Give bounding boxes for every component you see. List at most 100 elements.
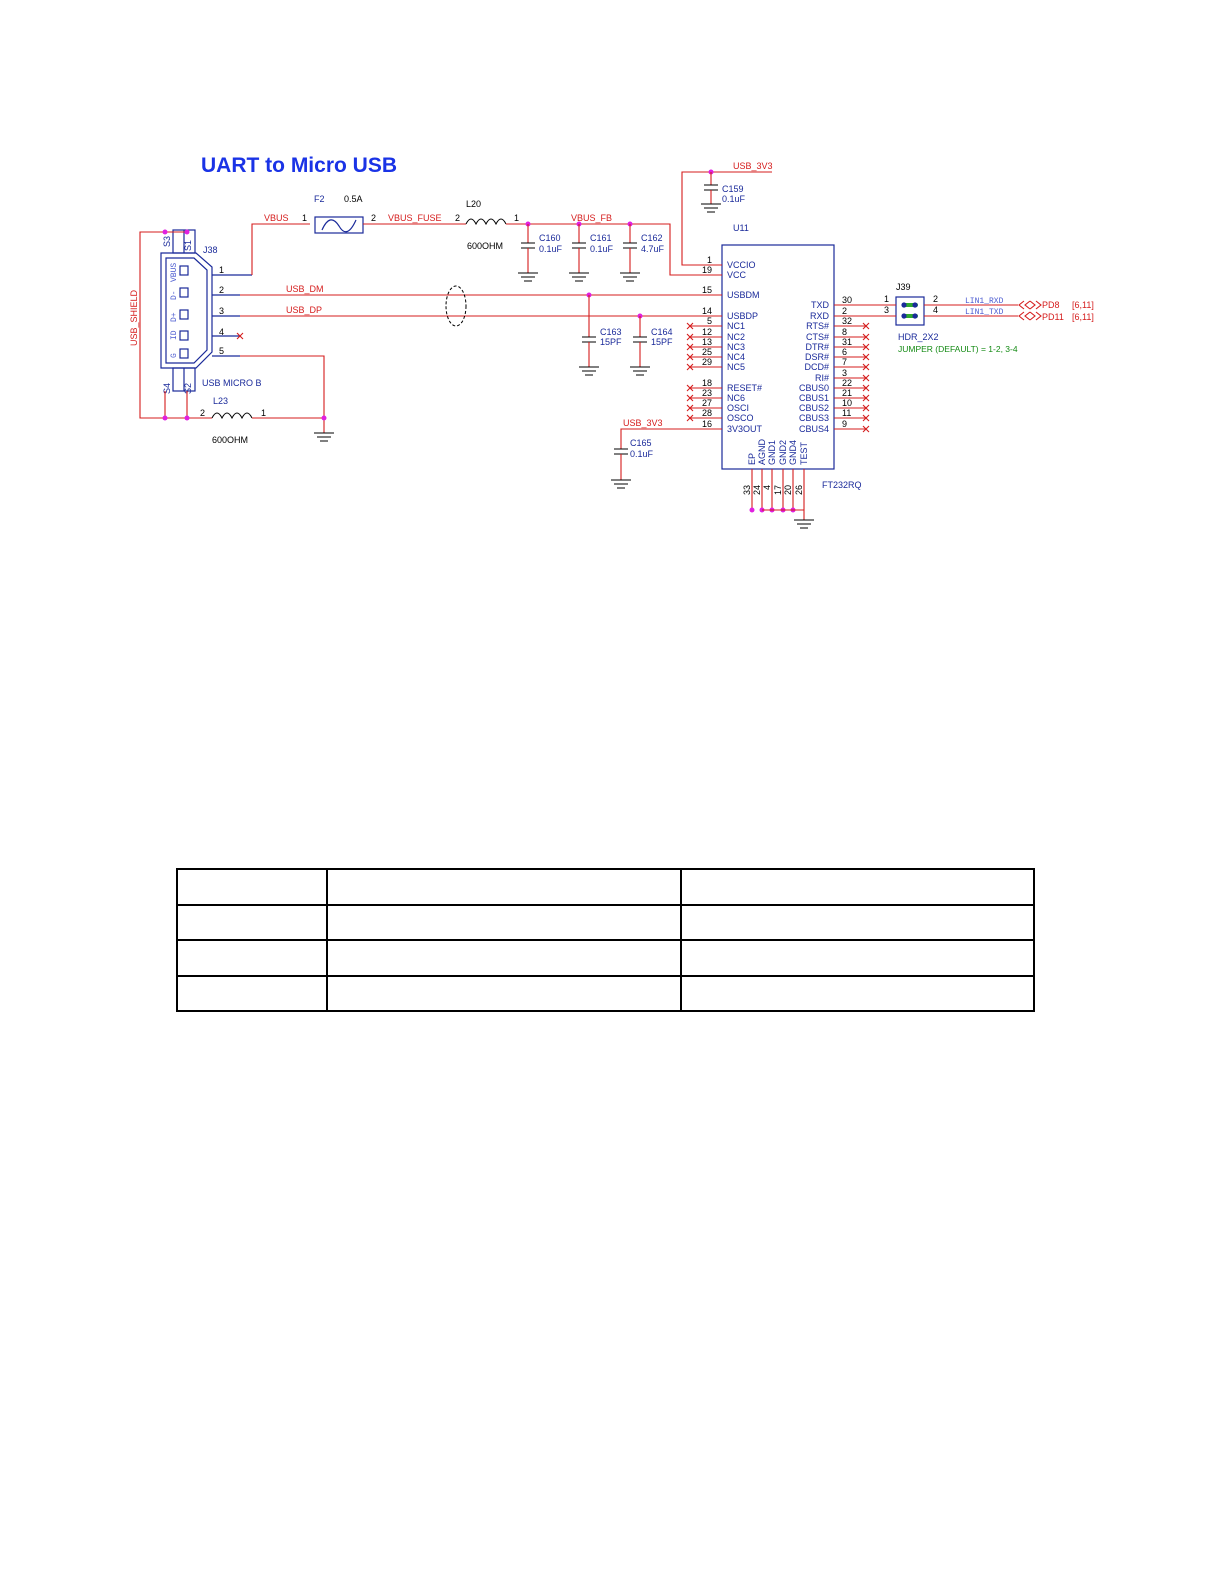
ic-pin-number: 15 xyxy=(702,285,712,295)
ic-pin-name: NC5 xyxy=(727,362,745,372)
ic-pin-number: 4 xyxy=(762,485,772,490)
capacitor-ref: C159 xyxy=(722,184,744,194)
net-label-vbus: VBUS xyxy=(264,213,289,223)
capacitor-ref: C163 xyxy=(600,327,622,337)
ic-pin-number: 31 xyxy=(842,337,852,347)
usb-connector-j38: S3 S1 S4 S2 VBUS D- D+ ID G J38 USB MICR… xyxy=(160,229,262,394)
net-label-usb-3v3-low: USB_3V3 xyxy=(623,418,663,428)
net-label-usb-dm: USB_DM xyxy=(286,284,324,294)
ic-pin-name: TXD xyxy=(811,300,830,310)
ic-pin-name: USBDM xyxy=(727,290,760,300)
ic-pin-name: CBUS3 xyxy=(799,413,829,423)
fuse-f2: F2 0.5A 1 2 xyxy=(302,194,376,234)
pin-pad-4 xyxy=(179,330,189,341)
no-connect-marker xyxy=(686,384,694,392)
table-cell xyxy=(176,868,328,906)
inductor-ref: L20 xyxy=(466,199,481,209)
connector-ref: J38 xyxy=(203,245,218,255)
no-connect-marker xyxy=(862,374,870,382)
offpage-port: PD8 xyxy=(1042,300,1060,310)
header-pin: 3 xyxy=(884,305,889,315)
no-connect-marker xyxy=(862,414,870,422)
ic-pin-number: 11 xyxy=(842,408,851,418)
inductor-pin-b: 1 xyxy=(261,408,266,418)
ic-pin-number: 14 xyxy=(702,306,712,316)
ic-pin-name: GND2 xyxy=(778,440,788,465)
capacitor-ref: C165 xyxy=(630,438,652,448)
ic-pin-number: 18 xyxy=(702,378,712,388)
shell-pin-label: S4 xyxy=(162,383,172,394)
table-cell xyxy=(326,903,682,941)
ic-pin-number: 30 xyxy=(842,295,852,305)
ic-pin-number: 21 xyxy=(842,388,852,398)
inductor-l23: L23 2 1 600OHM xyxy=(200,396,324,445)
table-cell xyxy=(326,974,682,1012)
capacitor-ref: C160 xyxy=(539,233,561,243)
inductor-pin-a: 2 xyxy=(455,213,460,223)
ic-pin-name: DSR# xyxy=(805,352,829,362)
table-cell xyxy=(680,868,1035,906)
ic-pin-number: 10 xyxy=(842,398,852,408)
ic-pin-number: 9 xyxy=(842,419,847,429)
no-connect-marker xyxy=(862,425,870,433)
capacitor-c162: C162 4.7uF xyxy=(620,224,665,282)
table-row xyxy=(176,939,1035,977)
table-cell xyxy=(680,903,1035,941)
connector-pin-name: VBUS xyxy=(170,263,179,282)
pin-pad-2 xyxy=(179,287,189,298)
ic-pin-name: OSCI xyxy=(727,403,749,413)
no-connect-marker xyxy=(862,404,870,412)
shield-net: USB_SHIELD xyxy=(129,229,212,421)
connector-pin-name: D- xyxy=(170,290,179,300)
ic-pin-name: 3V3OUT xyxy=(727,424,763,434)
table-row xyxy=(176,868,1035,906)
no-connect-marker xyxy=(686,414,694,422)
ic-pin-number: 19 xyxy=(702,265,712,275)
header-j39: J39 HDR_2X2 JUMPER (DEFAULT) = 1-2, 3-4 … xyxy=(884,282,1018,354)
ic-pin-name: RTS# xyxy=(806,321,829,331)
net-label-usb-shield: USB_SHIELD xyxy=(129,289,139,346)
capacitor-c163: C163 15PF xyxy=(579,295,622,376)
ic-pin-name: CTS# xyxy=(806,332,829,342)
ic-pin-number: 12 xyxy=(702,327,712,337)
ic-pin-name: RXD xyxy=(810,311,830,321)
capacitor-value: 0.1uF xyxy=(630,449,654,459)
capacitor-c159: C159 0.1uF xyxy=(701,172,746,213)
ic-pin-name: DCD# xyxy=(804,362,829,372)
no-connect-marker xyxy=(862,384,870,392)
ic-pin-name: NC1 xyxy=(727,321,745,331)
ic-pin-name: CBUS0 xyxy=(799,383,829,393)
ic-pin-name: GND1 xyxy=(767,440,777,465)
table-cell xyxy=(176,903,328,941)
capacitor-ref: C164 xyxy=(651,327,673,337)
junction-dot xyxy=(749,507,755,513)
ic-pin-number: 23 xyxy=(702,388,712,398)
no-connect-marker xyxy=(686,394,694,402)
net-label-usb-dp: USB_DP xyxy=(286,305,322,315)
connector-pin-number: 5 xyxy=(219,346,224,356)
no-connect-marker xyxy=(862,394,870,402)
no-connect-marker xyxy=(686,404,694,412)
table-row xyxy=(176,974,1035,1012)
ic-pin-name: GND4 xyxy=(788,440,798,465)
ic-pin-name: NC3 xyxy=(727,342,745,352)
ic-pin-number: 28 xyxy=(702,408,712,418)
capacitor-ref: C162 xyxy=(641,233,663,243)
inductor-value: 600OHM xyxy=(212,435,248,445)
ic-pin-number: 32 xyxy=(842,316,852,326)
ic-pin-name: NC6 xyxy=(727,393,745,403)
ic-pin-name: USBDP xyxy=(727,311,758,321)
connector-pin-number: 1 xyxy=(219,265,224,275)
capacitor-ref: C161 xyxy=(590,233,612,243)
capacitor-value: 0.1uF xyxy=(539,244,563,254)
capacitor-c161: C161 0.1uF xyxy=(569,224,614,282)
no-connect-marker xyxy=(236,332,244,340)
ic-pin-name: TEST xyxy=(799,441,809,465)
ic-pin-name: EP xyxy=(747,453,757,465)
offpage-connector-pd11: LIN1_TXD PD11 [6,11] xyxy=(965,308,1094,322)
schematic-title: UART to Micro USB xyxy=(201,154,397,177)
ic-part: FT232RQ xyxy=(822,480,862,490)
